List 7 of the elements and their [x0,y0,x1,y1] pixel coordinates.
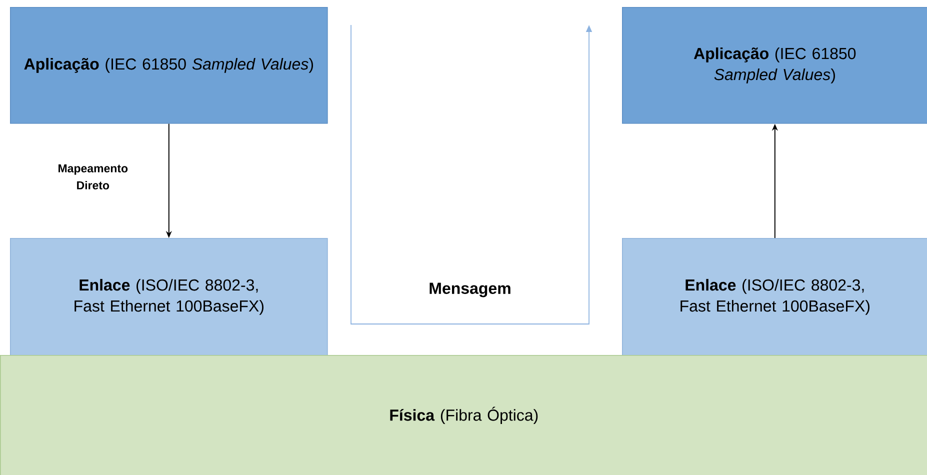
layer-box: Aplicação (IEC 61850 Sampled Values) [622,7,927,124]
layer-box: Aplicação (IEC 61850 Sampled Values) [10,7,328,124]
message-label: Mensagem [430,282,510,298]
layer-box: Enlace (ISO/IEC 8802-3, Fast Ethernet 100BaseFX) [622,238,927,356]
edge-label: Mapeamento Direto [58,164,128,190]
layer-band: Física (Fibra Óptica) [0,355,927,475]
layer-box: Enlace (ISO/IEC 8802-3, Fast Ethernet 100BaseFX) [10,238,328,356]
